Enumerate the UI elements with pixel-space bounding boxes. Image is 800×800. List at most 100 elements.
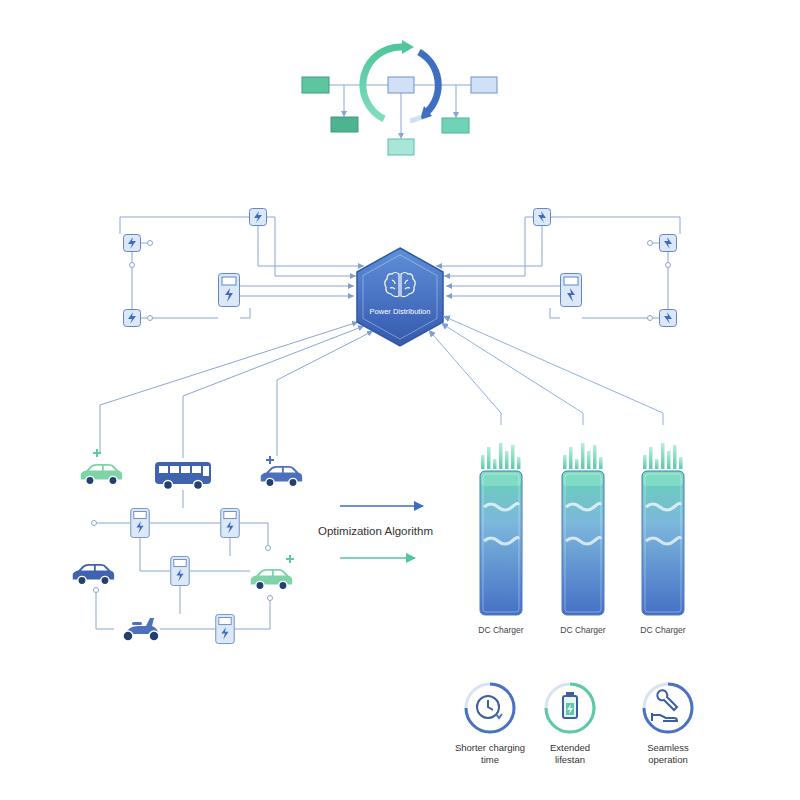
charger-node: DC Charger [470,425,532,640]
node-text: DC Charger [458,625,544,635]
hexagon-inner [363,255,437,339]
battery-level [566,703,574,715]
icon-ring-base [546,684,594,732]
hexagon-shape [355,248,445,346]
battery-cap [567,693,573,696]
vehicle-cluster [261,466,302,487]
vehicle-cluster [268,596,273,601]
icon-ring [466,684,514,732]
vehicle-cluster [93,449,101,457]
battery-body [563,696,577,718]
charger-shape [470,425,532,620]
cycle-diagram [471,77,497,93]
level-spike [599,457,603,469]
cycle-diagram [442,118,469,133]
vehicle-cluster [131,508,150,537]
cycle-diagram [388,139,414,155]
charging-network [120,209,364,327]
charger-wave [484,503,518,510]
node-text: Power Distribution [355,307,445,316]
brain-icon [385,273,416,297]
charging-network [240,296,354,297]
level-spike [517,457,521,469]
cycle-diagram [302,77,329,93]
charger-highlight [645,474,681,612]
vehicle-cluster [266,456,274,464]
icon-symbol [477,696,502,718]
charging-network [258,226,364,266]
node-text: DC Charger [540,625,626,635]
level-spike [649,447,653,469]
charging-network [250,209,267,226]
clock-arrow [496,714,502,718]
vehicle-cluster [92,521,97,526]
level-spike [643,455,647,469]
cycle-diagram [341,111,459,139]
level-spike [499,443,503,469]
connector [429,330,501,425]
vehicle-cluster [171,556,190,585]
level-spike [505,451,509,469]
feed-lines [100,322,373,458]
vehicle-cluster [73,449,302,644]
wrench-shape [657,690,677,710]
flow-arrows [340,505,423,507]
level-spike [593,445,597,469]
cycle-diagram [331,117,358,132]
charging-network [124,310,141,327]
cycle-diagram [388,77,414,93]
cycle-diagram [410,117,421,121]
feed-lines [277,331,373,456]
icon-ring [546,684,594,732]
battery-bolt [567,704,573,714]
level-spike [563,455,567,469]
charging-network [130,263,135,268]
level-spike [575,459,579,469]
clock-hands [488,700,493,710]
vehicle-cluster [94,588,99,593]
icon-node: Extended lifestan [530,680,610,780]
vehicle-cluster [155,462,211,490]
charger-bar [562,471,604,615]
level-spike [493,459,497,469]
charging-network [267,217,356,276]
node-text: DC Charger [620,625,706,635]
flow-label: Optimization Algorithm [318,525,433,537]
icon-symbol [652,690,677,721]
vehicle-cluster [266,546,271,551]
charger-wave [566,503,600,510]
charger-wave [646,503,680,510]
charging-network [148,241,153,246]
vehicle-cluster [286,555,294,563]
feed-lines [183,326,364,458]
charger-wave [646,537,680,544]
vehicle-cluster [221,508,240,537]
charger-bar [642,471,684,615]
charger-highlight [565,474,601,612]
charging-network [219,274,240,307]
charging-network [436,209,680,327]
level-spike [587,451,591,469]
icon-node: Seamless operation [628,680,708,780]
cycle-diagram [419,52,438,112]
brain-half [401,273,415,297]
charger-node: DC Charger [632,425,694,640]
icon-ring [644,684,692,732]
charger-highlight [483,474,519,612]
icon-ring-base [644,684,692,732]
vehicle-cluster [251,569,292,590]
charger-wave [484,537,518,544]
level-spike [511,445,515,469]
level-spike [487,447,491,469]
hexagon-outline [357,248,443,346]
vehicle-cluster [123,618,159,641]
node-text: Shorter charging time [450,742,530,766]
charging-network [148,316,153,321]
charging-network [120,217,250,318]
brain-half [385,273,399,297]
